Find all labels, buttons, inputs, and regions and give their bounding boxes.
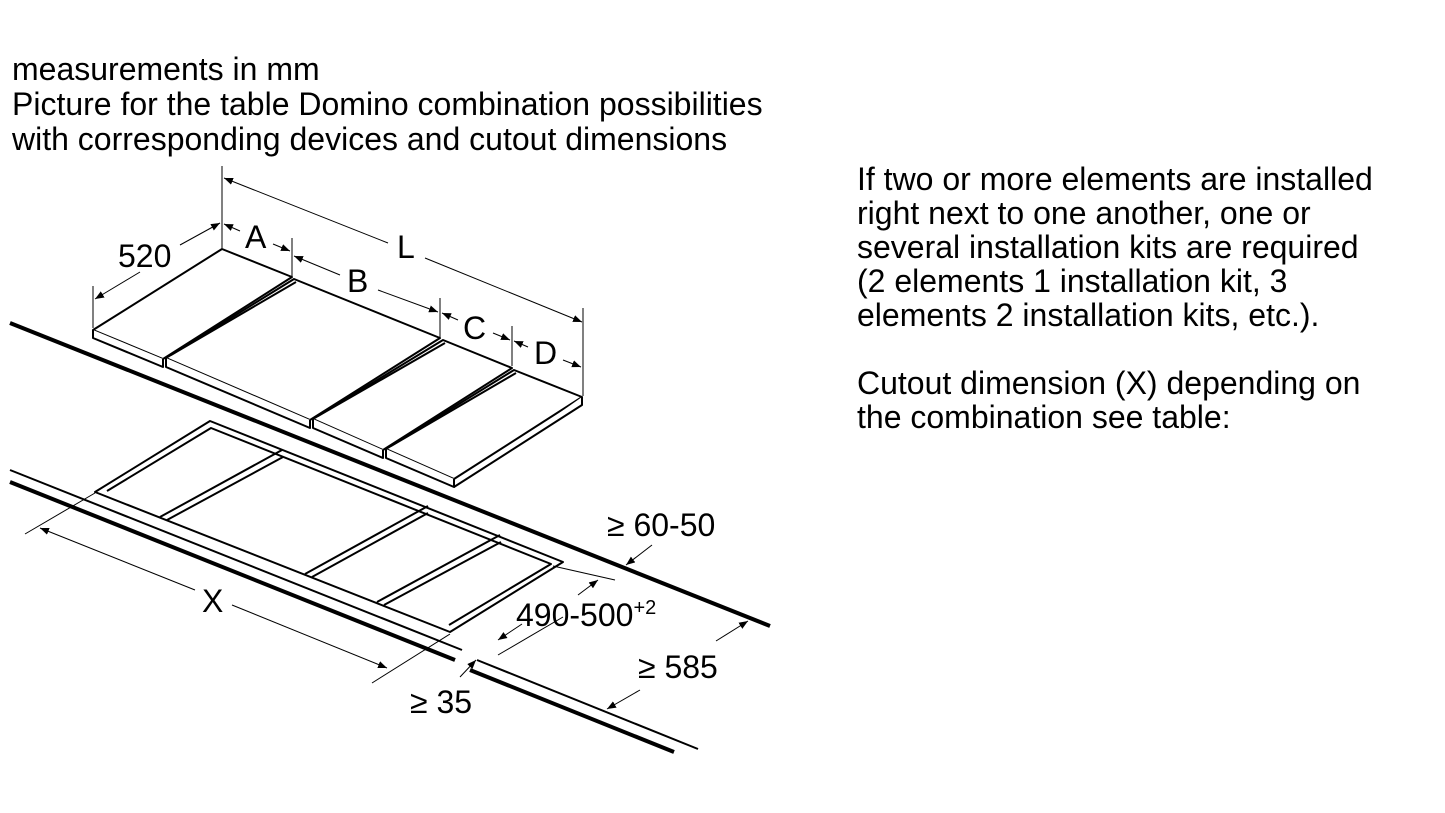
width-label-b: B <box>347 263 368 299</box>
kits-note-line-1: If two or more elements are installed <box>857 161 1373 197</box>
width-label-d: D <box>534 335 557 371</box>
cutout-depth-label: 490-500+2 <box>516 597 656 633</box>
kits-note-line-3: several installation kits are required <box>857 229 1359 265</box>
picture-caption-line-1: Picture for the table Domino combination… <box>12 86 763 122</box>
width-label-c: C <box>463 310 486 346</box>
hob-module-a <box>92 248 293 368</box>
depth-label-520: 520 <box>118 238 171 274</box>
hob-module-d <box>385 369 583 488</box>
width-label-a: A <box>245 219 267 255</box>
cutout-note-line-2: the combination see table: <box>857 399 1231 435</box>
header-text: measurements in mm Picture for the table… <box>12 52 763 157</box>
cutout-width-label: X <box>202 583 223 619</box>
min-front-distance-label: ≥ 35 <box>410 684 472 720</box>
cutout-note-line-1: Cutout dimension (X) depending on <box>857 365 1361 401</box>
hob-module-c <box>312 339 513 459</box>
kits-note-line-5: elements 2 installation kits, etc.). <box>857 297 1320 333</box>
extension-lines <box>24 166 616 684</box>
min-worktop-depth-label: ≥ 585 <box>638 649 718 685</box>
front-edge-label: ≥ 60-50 <box>607 507 715 543</box>
total-length-label: L <box>397 229 415 265</box>
worktop-front-edge <box>9 469 699 754</box>
installation-notes: If two or more elements are installed ri… <box>857 162 1373 434</box>
kits-note-line-4: (2 elements 1 installation kit, 3 <box>857 263 1288 299</box>
hob-module-b <box>165 278 441 429</box>
kits-note-line-2: right next to one another, one or <box>857 195 1311 231</box>
worktop-back-edge <box>9 321 771 628</box>
measurements-unit-note: measurements in mm <box>12 51 320 87</box>
picture-caption-line-2: with corresponding devices and cutout di… <box>12 121 728 157</box>
worktop-cutout <box>94 420 564 633</box>
dimension-lines <box>39 177 749 710</box>
